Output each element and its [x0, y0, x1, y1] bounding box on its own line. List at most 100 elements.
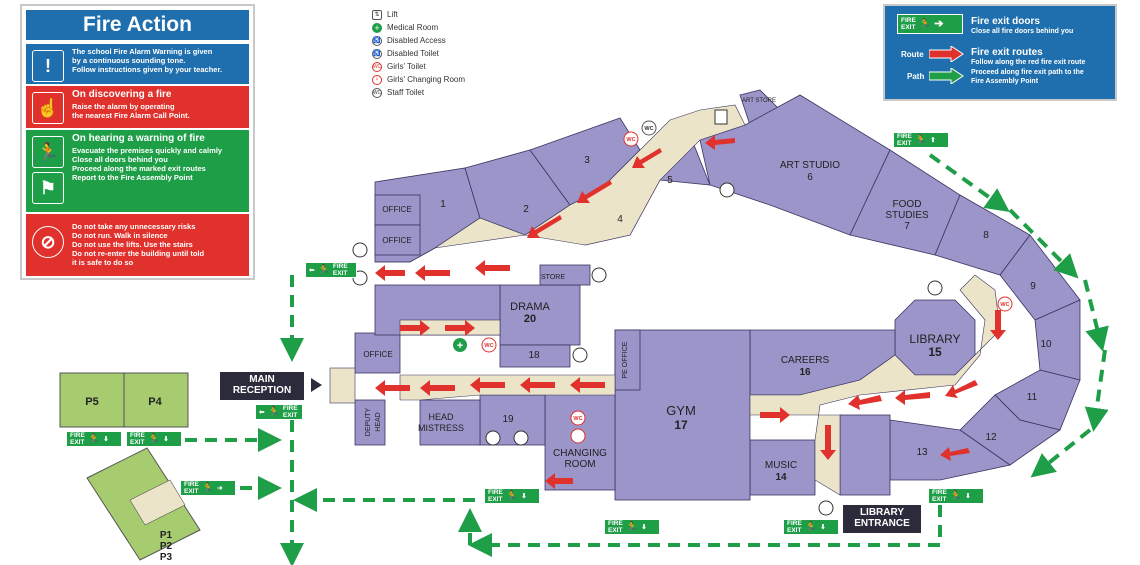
sign-exit-text: EXIT [932, 496, 947, 503]
running-man-icon: 🏃 [804, 521, 818, 533]
disabled-access-icon [513, 430, 529, 446]
sign-fire-text: FIRE [901, 17, 916, 24]
arrow-down-icon: ⬇ [820, 523, 826, 531]
red-route-arrow [895, 390, 930, 405]
careers-16 [749, 329, 896, 396]
sign-fire-text: FIRE [932, 489, 947, 496]
portable-p1-p3 [86, 447, 201, 561]
fire-action-panel: Fire Action ! The school Fire Alarm Warn… [20, 4, 255, 280]
girls-toilet-icon [481, 337, 497, 353]
lift-icon [714, 109, 728, 125]
legend-item-girls-changing: ♀ Girls' Changing Room [372, 73, 465, 86]
sign-exit-text: EXIT [282, 412, 298, 419]
legend-item-disabled-toilet: ♿Disabled Toilet [372, 47, 465, 60]
room-10 [1034, 299, 1081, 381]
room-label-10: 10 [1040, 339, 1052, 350]
legend-item-medical-room: +Medical Room [372, 21, 465, 34]
room-label-20: 20 [524, 313, 536, 325]
arrow-down-icon: ⬇ [103, 435, 109, 443]
legend-item-lift: ⇅Lift [372, 8, 465, 21]
north-corridor [375, 104, 746, 263]
sign-fire-text: FIRE [184, 481, 199, 488]
key-doors-title: Fire exit doors [971, 16, 1040, 27]
warning-line-4: Report to the Fire Assembly Point [72, 173, 193, 182]
warning-heading: On hearing a warning of fire [72, 133, 205, 144]
store [539, 264, 591, 286]
library-corridor [749, 274, 1001, 496]
discover-line-2: the nearest Fire Alarm Call Point. [72, 111, 190, 120]
arrow-up-icon: ⬆ [930, 136, 936, 144]
room-label-11: 11 [1027, 392, 1038, 403]
red-route-arrow [375, 265, 405, 281]
room-label-deputy: DEPUTY [365, 407, 372, 436]
arrow-down-icon: ⬇ [641, 523, 647, 531]
info-line-3: Follow instructions given by your teache… [72, 65, 223, 74]
running-man-icon: 🏃 [949, 490, 963, 502]
sign-fire-text: FIRE [332, 263, 348, 270]
do-not-box: ⊘ Do not take any unnecessary risks Do n… [26, 214, 249, 276]
music-14 [749, 439, 816, 496]
room-label-16: 16 [799, 367, 811, 378]
room-label-2: 2 [523, 204, 529, 215]
medical-room-icon: + [372, 22, 382, 33]
room-label-6: 6 [807, 172, 813, 183]
portable-p5-p4 [59, 372, 189, 428]
disabled-access-icon [591, 267, 607, 283]
office-1 [374, 194, 421, 226]
room-label-drama: DRAMA [510, 301, 550, 313]
sign-fire-text: FIRE [70, 432, 85, 439]
room-label-14: 14 [775, 472, 787, 483]
key-routes-title: Fire exit routes [971, 47, 1043, 58]
room-3 [529, 117, 641, 206]
arrow-right-icon: ➔ [217, 484, 223, 492]
hearing-warning-box: 🏃 ⚑ On hearing a warning of fire Evacuat… [26, 130, 249, 212]
red-route-arrow [527, 215, 562, 238]
girls-toilet-glyph: WC [626, 137, 635, 143]
red-route-arrow [945, 380, 978, 398]
red-route-arrow [760, 407, 790, 423]
room-5 [639, 134, 711, 186]
girls-toilet-icon [997, 296, 1013, 312]
room-label-p1: P1 [160, 530, 173, 541]
warning-line-3: Proceed along the marked exit routes [72, 164, 206, 173]
drama-20 [499, 284, 581, 346]
discovering-heading: On discovering a fire [72, 89, 172, 100]
dont-line-1: Do not take any unnecessary risks [72, 222, 196, 231]
lift-icon: ⇅ [372, 9, 382, 20]
sign-exit-text: EXIT [70, 439, 85, 446]
legend-label: Girls' Changing Room [387, 75, 466, 84]
girls-toilet-glyph: WC [1000, 302, 1009, 308]
disabled-access-icon [927, 280, 943, 296]
arrow-right-icon: ➔ [934, 17, 944, 30]
red-route-arrow-icon [929, 46, 964, 62]
corridors [329, 104, 1001, 496]
alarm-call-point-icon: ☝ [32, 92, 64, 124]
red-route-arrow [420, 380, 455, 396]
room-label-5: 5 [667, 175, 673, 186]
legend-item-disabled-access: ♿Disabled Access [372, 34, 465, 47]
sign-fire-text: FIRE [787, 520, 802, 527]
office-2 [374, 224, 421, 256]
green-path-arrow [1008, 208, 1079, 279]
green-path-arrow [1030, 428, 1092, 478]
room-label-17: 17 [674, 418, 688, 432]
room-19 [479, 394, 546, 446]
room-12 [959, 394, 1061, 466]
staff-toilet-icon: WC [372, 87, 382, 98]
disabled-toilet-glyph: WC [644, 126, 653, 132]
changing-room [544, 389, 616, 491]
room-label-pe-office: PE OFFICE [622, 341, 629, 378]
running-man-icon: 🏃 [625, 521, 639, 533]
art-store [739, 89, 781, 126]
disabled-access-icon [719, 182, 735, 198]
room-label-p5: P5 [85, 396, 98, 408]
girls-changing-room-icon: ♀ [372, 74, 382, 85]
red-route-arrow [848, 395, 882, 410]
sign-exit-text: EXIT [130, 439, 145, 446]
